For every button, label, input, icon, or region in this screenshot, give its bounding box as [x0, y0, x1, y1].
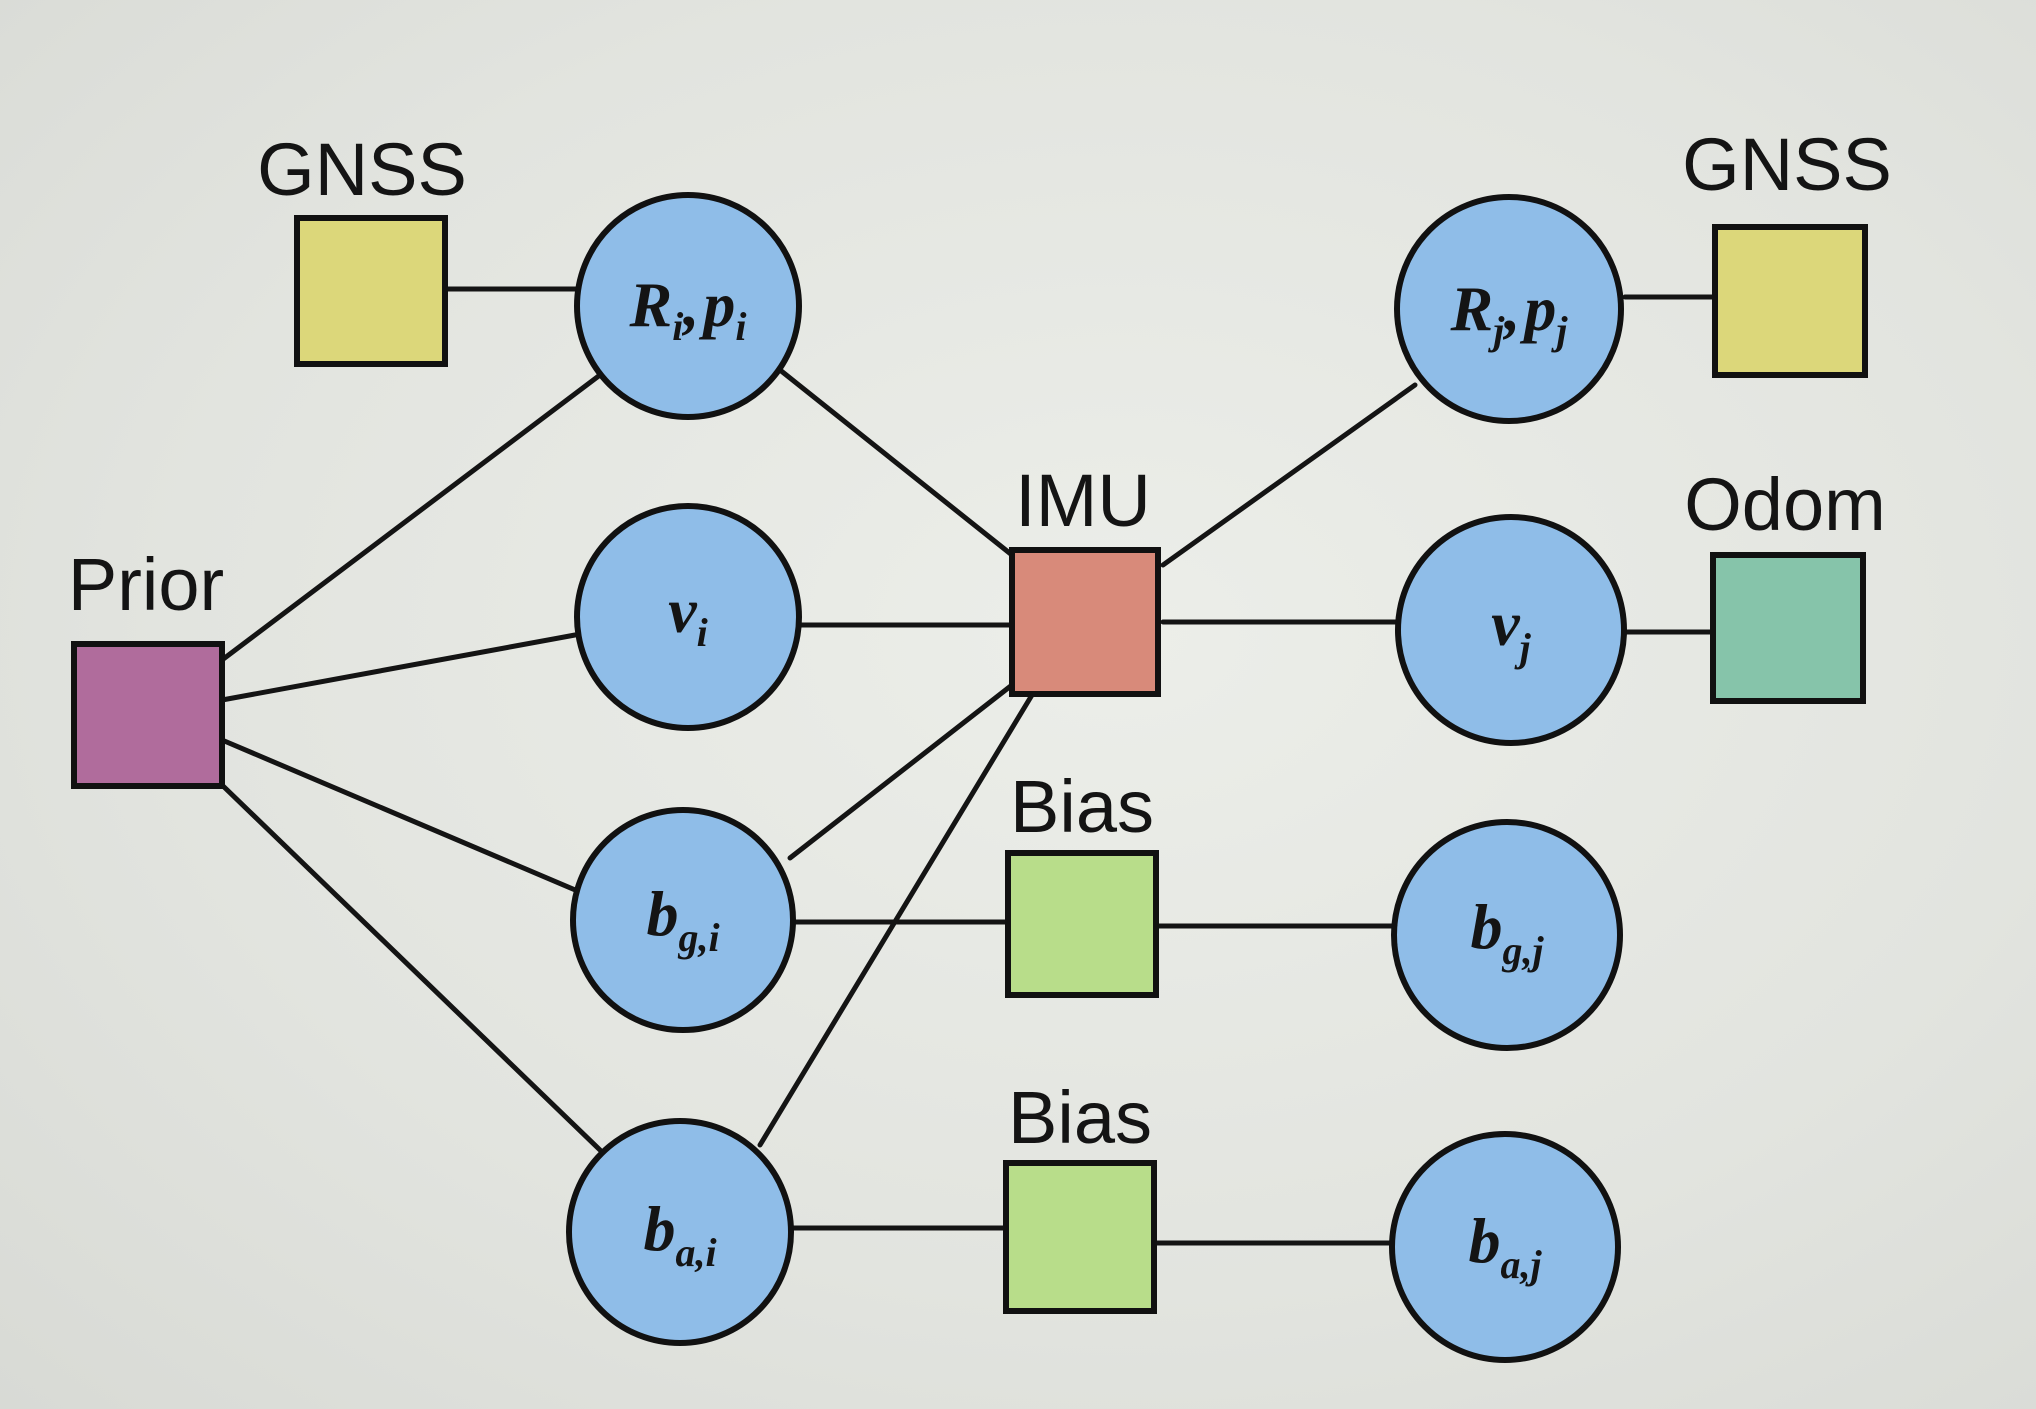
edge-rp-i-imu [777, 367, 1015, 558]
factor-gnss-j: GNSS [1682, 123, 1892, 378]
imu-factor-box [1009, 547, 1161, 697]
bg-j-circle [1391, 819, 1623, 1051]
gnss-factor-i-label: GNSS [257, 128, 467, 211]
bias-g-factor-label: Bias [1010, 765, 1154, 848]
variable-v-j: vj [1395, 514, 1627, 746]
rp-i-label: Ri,pi [629, 269, 747, 349]
factor-imu: IMU [1009, 459, 1161, 697]
odom-factor-label: Odom [1684, 463, 1886, 546]
v-j-circle [1395, 514, 1627, 746]
edges [219, 286, 1718, 1246]
variable-ba-j: ba,j [1389, 1131, 1621, 1363]
bias-a-factor-box [1003, 1160, 1157, 1314]
factor-prior: Prior [68, 543, 225, 789]
bg-i-label: bg,i [646, 878, 719, 960]
edge-imu-rp-j [1160, 382, 1418, 568]
rp-i-circle [574, 192, 802, 420]
v-i-circle [574, 503, 802, 731]
bias-g-factor-box [1005, 850, 1159, 998]
variable-bg-j: bg,j [1391, 819, 1623, 1051]
variable-rp-j: Rj,pj [1394, 194, 1624, 424]
v-i-label: vi [668, 575, 708, 655]
factor-odom: Odom [1684, 463, 1886, 704]
bias-a-factor-label: Bias [1008, 1076, 1152, 1159]
prior-factor-label: Prior [68, 543, 224, 626]
rp-j-label: Rj,pj [1450, 273, 1569, 353]
prior-factor-box [71, 641, 225, 789]
factor-bias-g: Bias [1005, 765, 1159, 998]
variable-bg-i: bg,i [570, 807, 796, 1033]
rp-j-circle [1394, 194, 1624, 424]
edge-prior-v-i [219, 632, 578, 703]
bg-i-circle [570, 807, 796, 1033]
odom-factor-box [1710, 552, 1866, 704]
variable-v-i: vi [574, 503, 802, 731]
variable-rp-i: Ri,pi [574, 192, 802, 420]
ba-j-label: ba,j [1468, 1205, 1542, 1287]
edge-prior-ba-i [219, 782, 603, 1153]
v-j-label: vj [1491, 588, 1531, 670]
ba-i-label: ba,i [643, 1193, 716, 1275]
gnss-factor-i-box [294, 215, 448, 367]
gnss-factor-j-label: GNSS [1682, 123, 1892, 206]
imu-factor-label: IMU [1015, 459, 1151, 542]
factor-bias-a: Bias [1003, 1076, 1157, 1314]
variable-ba-i: ba,i [566, 1118, 794, 1346]
gnss-factor-j-box [1712, 224, 1868, 378]
ba-i-circle [566, 1118, 794, 1346]
edge-bg-i-imu [787, 682, 1015, 861]
edge-prior-rp-i [219, 372, 603, 663]
ba-j-circle [1389, 1131, 1621, 1363]
bg-j-label: bg,j [1470, 891, 1544, 973]
edge-prior-bg-i [219, 737, 583, 895]
factor-gnss-i: GNSS [257, 128, 467, 367]
